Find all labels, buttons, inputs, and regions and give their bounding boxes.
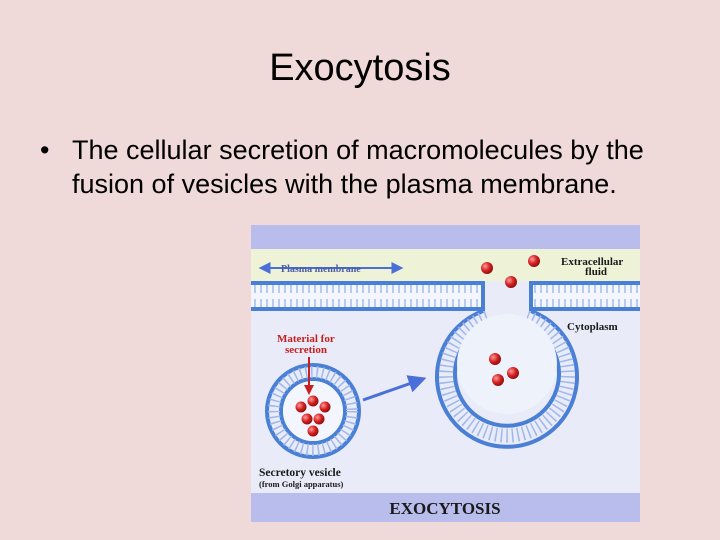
secretion-particles: [295, 255, 540, 437]
bullet-marker: •: [40, 135, 50, 165]
fusing-vesicle: [435, 280, 579, 449]
secretory-vesicle: [265, 363, 361, 459]
exocytosis-diagram: Plasma membrane Extracellular fluid Cyto…: [251, 225, 640, 522]
label-extracellular-fluid: fluid: [585, 266, 607, 278]
label-extracellular: Extracellular: [561, 256, 623, 268]
bullet-text: The cellular secretion of macromolecules…: [72, 135, 644, 199]
plasma-membrane: [251, 281, 640, 311]
caption-bar: [251, 493, 640, 522]
label-material-for: Material for: [277, 333, 335, 345]
top-border: [251, 225, 640, 249]
movement-arrow: [362, 375, 427, 402]
label-plasma-membrane: Plasma membrane: [281, 264, 361, 275]
label-secretory-vesicle: Secretory vesicle: [259, 467, 341, 479]
slide-title: Exocytosis: [269, 47, 451, 89]
bullet-point: • The cellular secretion of macromolecul…: [40, 133, 680, 201]
label-cytoplasm: Cytoplasm: [567, 321, 618, 333]
label-secretion: secretion: [285, 344, 327, 356]
label-golgi: (from Golgi apparatus): [259, 479, 344, 489]
diagram-caption: EXOCYTOSIS: [389, 499, 500, 518]
